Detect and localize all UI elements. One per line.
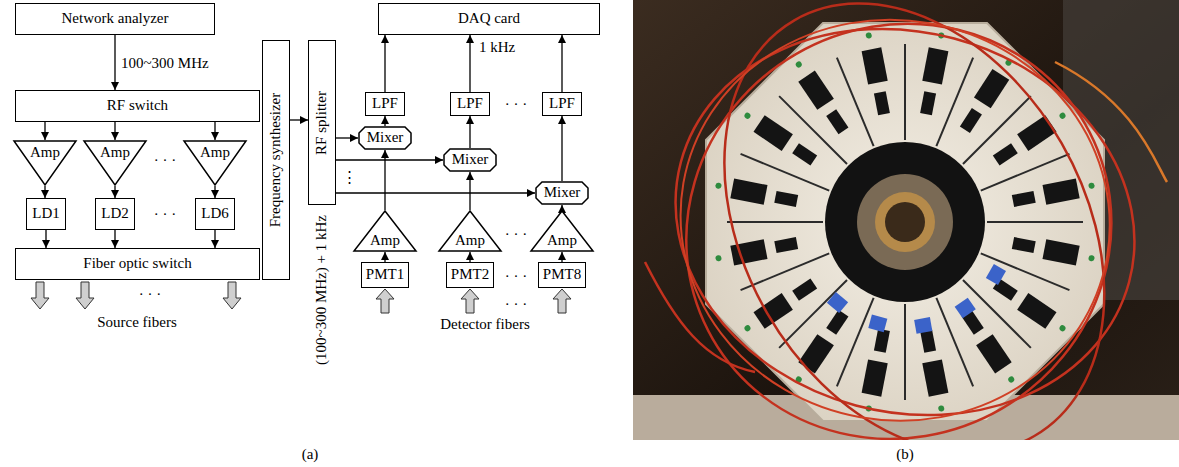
node-text: DAQ card <box>458 10 520 27</box>
node-text: Amp <box>370 232 400 249</box>
edge-label: 100~300 MHz <box>119 54 211 71</box>
node-text: LPF <box>457 95 483 112</box>
signal-arrow <box>384 252 385 262</box>
node-text: Network analyzer <box>61 10 168 27</box>
node-text: Mixer <box>367 129 404 146</box>
signal-arrow <box>44 122 45 140</box>
ellipsis: · · · <box>139 286 162 303</box>
signal-arrow <box>44 186 45 198</box>
node-text: Fiber optic switch <box>83 255 191 272</box>
signal-arrow <box>469 116 470 148</box>
process-box: PMT2 <box>446 262 494 288</box>
process-box: LPF <box>542 92 582 116</box>
amplifier-triangle: Amp <box>13 140 77 186</box>
node-text: LD6 <box>201 205 229 222</box>
node-text: Mixer <box>452 151 489 168</box>
signal-arrow <box>469 35 470 92</box>
process-box: RF switch <box>15 90 260 122</box>
ellipsis: · · · <box>505 96 528 113</box>
process-box: Network analyzer <box>15 3 215 35</box>
signal-arrow <box>45 230 46 248</box>
node-text: LD2 <box>101 205 129 222</box>
signal-arrow <box>114 186 115 198</box>
process-box: LD1 <box>26 198 66 230</box>
process-box: LD6 <box>195 198 235 230</box>
amplifier-triangle: Amp <box>183 140 247 186</box>
mixer-octagon: Mixer <box>535 181 589 205</box>
node-text: Amp <box>30 144 60 161</box>
process-box: LD2 <box>95 198 135 230</box>
signal-label: (100~300 MHz) + 1 kHz <box>313 215 330 365</box>
signal-arrow <box>114 35 115 90</box>
ellipsis: · · · <box>505 226 528 243</box>
signal-arrow <box>290 119 308 120</box>
node-text: PMT8 <box>543 266 581 283</box>
mixer-octagon: Mixer <box>443 148 497 172</box>
signal-label: 1 kHz <box>479 39 515 56</box>
process-box: PMT1 <box>361 262 409 288</box>
node-text: LPF <box>549 95 575 112</box>
signal-arrow <box>336 137 358 138</box>
ellipsis: · · · <box>154 152 177 169</box>
ellipsis: ⋮ <box>342 169 357 186</box>
node-text: PMT2 <box>451 266 489 283</box>
ellipsis: · · · <box>154 206 177 223</box>
apparatus-photo <box>633 0 1179 440</box>
panel-label: (a) <box>302 446 319 463</box>
amplifier-triangle: Amp <box>83 140 147 186</box>
signal-arrow <box>561 252 562 262</box>
signal-arrow <box>114 230 115 248</box>
node-text: PMT1 <box>366 266 404 283</box>
signal-arrow <box>561 205 562 210</box>
node-text: Mixer <box>544 184 581 201</box>
process-box: Fiber optic switch <box>15 248 260 280</box>
signal-arrow <box>214 122 215 140</box>
vertical-box: RF splitter <box>308 40 336 205</box>
mixer-octagon: Mixer <box>358 126 412 150</box>
amplifier-triangle: Amp <box>530 210 594 252</box>
node-text: LPF <box>372 95 398 112</box>
amplifier-triangle: Amp <box>438 210 502 252</box>
amplifier-triangle: Amp <box>353 210 417 252</box>
node-text: RF splitter <box>313 91 330 155</box>
group-label: Detector fibers <box>440 316 530 333</box>
node-text: Amp <box>200 144 230 161</box>
node-text: Frequency synthesizer <box>267 93 284 228</box>
signal-arrow <box>114 122 115 140</box>
node-text: Amp <box>547 232 577 249</box>
node-text: RF switch <box>107 97 168 114</box>
process-box: PMT8 <box>538 262 586 288</box>
ellipsis: · · · <box>505 296 528 313</box>
signal-arrow <box>469 172 470 210</box>
signal-arrow <box>384 150 385 210</box>
process-box: DAQ card <box>378 3 600 35</box>
signal-arrow <box>214 230 215 248</box>
signal-arrow <box>384 116 385 126</box>
node-text: Amp <box>100 144 130 161</box>
signal-arrow <box>384 35 385 92</box>
signal-arrow <box>336 159 443 160</box>
signal-arrow <box>561 116 562 181</box>
signal-arrow <box>214 186 215 198</box>
vertical-box: Frequency synthesizer <box>262 40 290 280</box>
signal-arrow <box>561 35 562 92</box>
process-box: LPF <box>365 92 405 116</box>
panel-label: (b) <box>896 446 914 463</box>
group-label: Source fibers <box>97 314 177 331</box>
ellipsis: · · · <box>505 268 528 285</box>
node-text: LD1 <box>32 205 60 222</box>
signal-arrow <box>336 192 535 193</box>
process-box: LPF <box>450 92 490 116</box>
node-text: Amp <box>455 232 485 249</box>
signal-arrow <box>469 252 470 262</box>
